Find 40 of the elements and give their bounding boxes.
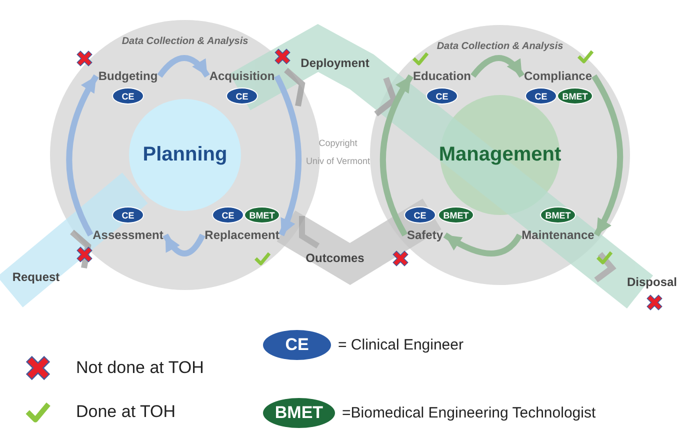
role-badge: CE — [112, 88, 144, 104]
role-badge: CE — [525, 88, 557, 104]
flow-label: Deployment — [300, 56, 370, 70]
cycle-arrow — [162, 234, 206, 256]
stage-label: Compliance — [524, 69, 592, 83]
role-badge: CE — [262, 329, 332, 361]
role-badge: CE — [426, 88, 458, 104]
copyright-note: Univ of Vermont — [306, 156, 370, 166]
flow-label: Request — [12, 270, 60, 284]
legend-text: = Clinical Engineer — [338, 336, 464, 354]
role-badge: CE — [212, 206, 244, 224]
cycle-arrow — [443, 232, 522, 256]
arc-caption: Data Collection & Analysis — [436, 41, 564, 52]
phase-title: Management — [438, 144, 562, 166]
flow-label: Disposal — [627, 275, 677, 289]
role-badge: BMET — [438, 206, 474, 224]
cycle-arrow — [66, 74, 99, 236]
role-badge: BMET — [244, 206, 280, 224]
stage-label: Replacement — [204, 228, 280, 242]
arc-caption: Data Collection & Analysis — [120, 36, 250, 47]
legend-text: Done at TOH — [76, 402, 176, 422]
role-badge: CE — [226, 88, 258, 104]
stage-label: Maintenance — [522, 228, 594, 242]
flow-label: Outcomes — [306, 251, 364, 265]
legend-text: Not done at TOH — [76, 358, 204, 378]
stage-label: Assessment — [92, 228, 164, 242]
stage-label: Education — [413, 69, 471, 83]
stage-label: Acquisition — [209, 69, 275, 83]
phase-title: Planning — [142, 144, 228, 166]
cycle-arrow — [591, 74, 624, 236]
stage-label: Budgeting — [98, 69, 158, 83]
copyright-note: Copyright — [318, 138, 358, 148]
cycle-arrow — [157, 55, 210, 78]
role-badge: BMET — [557, 88, 593, 104]
cycle-arrow — [380, 74, 414, 236]
role-badge: BMET — [262, 397, 336, 429]
legend-text: =Biomedical Engineering Technologist — [342, 404, 596, 422]
cycle-arrow — [470, 55, 524, 78]
stage-label: Safety — [406, 228, 444, 242]
cycle-arrow — [274, 74, 302, 236]
